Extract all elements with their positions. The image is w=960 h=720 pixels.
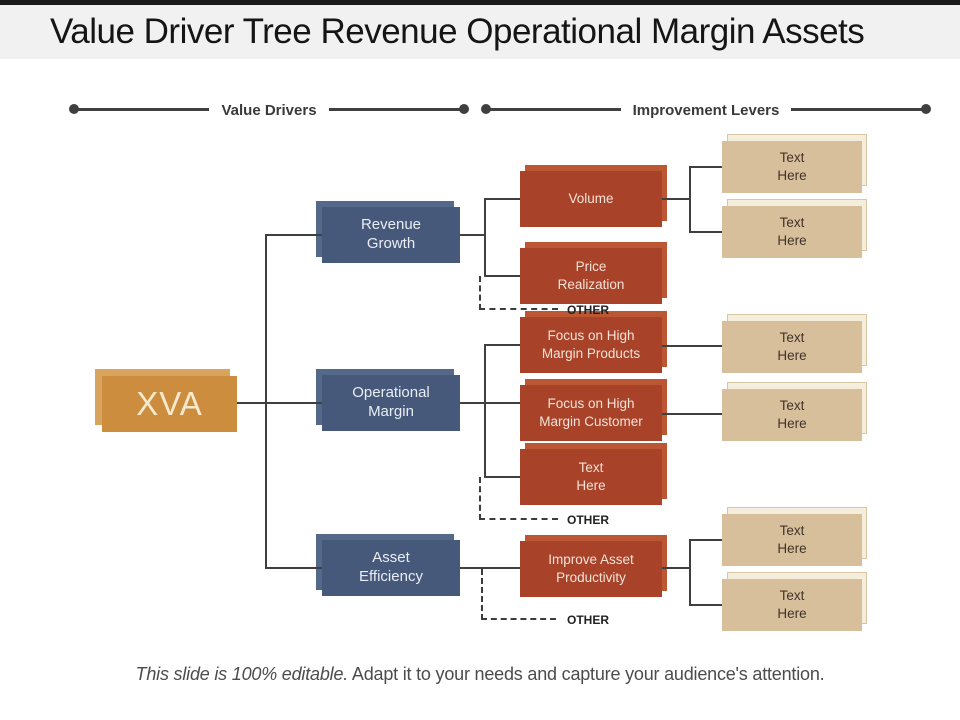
other-label: OTHER [567,513,609,527]
dashed-connector [479,276,481,310]
dashed-connector [481,618,556,620]
connector [689,166,691,233]
driver-node-label: Revenue Growth [360,216,422,252]
root-node-label: XVA [136,385,203,422]
connector [662,198,690,200]
footer-note: This slide is 100% editable. Adapt it to… [0,664,960,685]
improvement-levers-header: Improvement Levers [486,100,926,120]
footer-emphasis: This slide is 100% editable. [135,664,349,684]
connector [662,413,722,415]
outcome-node[interactable]: Text Here [722,389,862,441]
lever-node-label: Volume [568,191,614,207]
outcome-node[interactable]: Text Here [722,141,862,193]
dashed-connector [479,518,558,520]
connector [662,567,690,569]
improvement-levers-label: Improvement Levers [620,101,792,119]
outcome-node[interactable]: Text Here [722,514,862,566]
other-label: OTHER [567,303,609,317]
connector [460,402,520,404]
connector [266,567,322,569]
driver-node-operational-margin[interactable]: Operational Margin [322,375,460,431]
connector [266,234,322,236]
connector [690,166,722,168]
connector [689,539,691,606]
outcome-node-label: Text Here [777,150,807,183]
top-border [0,0,960,5]
driver-node-asset-efficiency[interactable]: Asset Efficiency [322,540,460,596]
lever-node-improve-asset-productivity[interactable]: Improve Asset Productivity [520,541,662,597]
connector [690,539,722,541]
connector [460,567,520,569]
outcome-node-label: Text Here [777,588,807,621]
footer-text: Adapt it to your needs and capture your … [351,664,825,684]
outcome-node[interactable]: Text Here [722,579,862,631]
connector [485,275,520,277]
connector [485,476,520,478]
value-drivers-label: Value Drivers [209,101,329,119]
connector [485,344,520,346]
connector [690,604,722,606]
other-label: OTHER [567,613,609,627]
connector [265,234,267,569]
lever-node-label: Text Here [576,460,606,493]
outcome-node-label: Text Here [777,398,807,431]
connector [484,344,486,478]
lever-node-focus-margin-customer[interactable]: Focus on High Margin Customer [520,385,662,441]
outcome-node-label: Text Here [777,523,807,556]
rail-dot-icon [921,104,931,114]
connector [460,234,485,236]
dashed-connector [479,308,558,310]
root-node-xva[interactable]: XVA [102,376,237,432]
outcome-node[interactable]: Text Here [722,321,862,373]
connector [662,345,722,347]
dashed-connector [479,477,481,520]
lever-node-price-realization[interactable]: Price Realization [520,248,662,304]
driver-node-label: Asset Efficiency [359,549,423,585]
driver-node-label: Operational Margin [352,384,430,420]
lever-node-label: Focus on High Margin Customer [539,396,643,429]
value-drivers-header: Value Drivers [74,100,464,120]
lever-node-volume[interactable]: Volume [520,171,662,227]
lever-node-label: Focus on High Margin Products [541,328,641,361]
lever-node-text-here[interactable]: Text Here [520,449,662,505]
rail-dot-icon [481,104,491,114]
dashed-connector [481,569,483,620]
outcome-node[interactable]: Text Here [722,206,862,258]
rail-dot-icon [459,104,469,114]
title-band [0,5,960,59]
outcome-node-label: Text Here [777,215,807,248]
outcome-node-label: Text Here [777,330,807,363]
connector [690,231,722,233]
lever-node-focus-margin-products[interactable]: Focus on High Margin Products [520,317,662,373]
rail-dot-icon [69,104,79,114]
connector [485,198,520,200]
driver-node-revenue-growth[interactable]: Revenue Growth [322,207,460,263]
connector [484,198,486,277]
lever-node-label: Price Realization [557,259,625,292]
lever-node-label: Improve Asset Productivity [548,552,634,585]
connector [237,402,322,404]
slide-title: Value Driver Tree Revenue Operational Ma… [50,12,865,51]
